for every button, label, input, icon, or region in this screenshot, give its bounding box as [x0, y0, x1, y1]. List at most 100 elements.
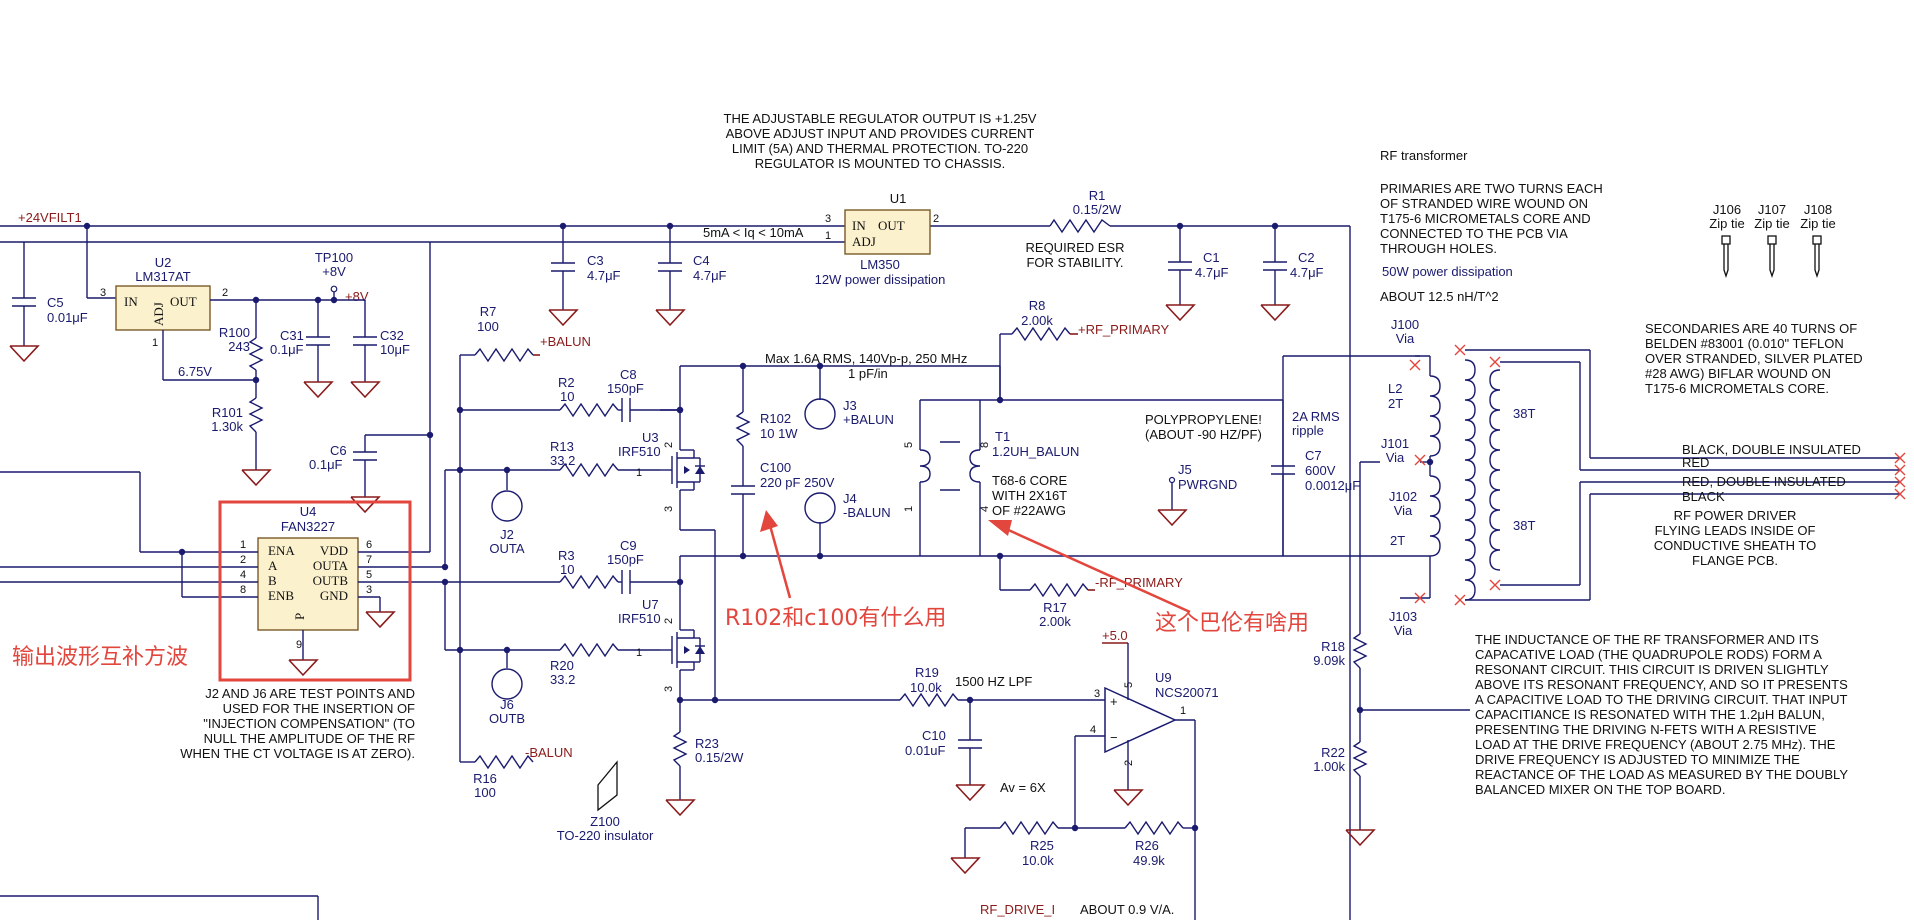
u4-pin: 8 [240, 584, 246, 596]
r7-value: 100 [477, 319, 499, 334]
lead-label: RED, DOUBLE INSULATED [1682, 474, 1846, 489]
j107-ref: J107 [1758, 202, 1786, 217]
no-connect-marks [1409, 344, 1906, 606]
regulator-note-line: LIMIT (5A) AND THERMAL PROTECTION. TO-22… [732, 141, 1028, 156]
regulator-u1: U1 IN OUT ADJ 3 1 2 LM350 12W power diss… [815, 191, 946, 287]
capacitor-c5: C5 0.01μF [9, 295, 88, 363]
u3-value: IRF510 [618, 444, 661, 459]
testpoints-note-line: WHEN THE CT VOLTAGE IS AT ZERO). [180, 746, 415, 761]
c10-ref: C10 [922, 728, 946, 743]
u2-pin1: 1 [152, 337, 158, 349]
j6-ref: J6 [500, 697, 514, 712]
primaries-note-line: PRIMARIES ARE TWO TURNS EACH [1380, 181, 1603, 196]
c1-value: 4.7μF [1195, 265, 1229, 280]
j6-value: OUTB [489, 711, 525, 726]
u7-pin1: 1 [636, 647, 642, 659]
c5-ref: C5 [47, 295, 64, 310]
c7-ref: C7 [1305, 448, 1322, 463]
testpoints-note-line: "INJECTION COMPENSATION" (TO [203, 716, 415, 731]
r20-ref: R20 [550, 658, 574, 673]
j3-ref: J3 [843, 398, 857, 413]
net-label-5v: +5.0 [1102, 628, 1128, 643]
annotation-arrow-r102 [766, 517, 792, 599]
outa-branch: R2 10 C8 150pF R13 33.2 [445, 367, 684, 490]
u3-pin3: 3 [663, 506, 675, 512]
rf-driver-note-line: CONDUCTIVE SHEATH TO [1654, 538, 1817, 553]
u2-in-pin: IN [124, 294, 138, 309]
l3-value: 2T [1390, 533, 1405, 548]
c5-value: 0.01μF [47, 310, 88, 325]
j101-value: Via [1386, 450, 1405, 465]
v675-label: 6.75V [178, 364, 212, 379]
r23-value: 0.15/2W [695, 750, 744, 765]
r102-value: 10 1W [760, 426, 798, 441]
rf-primary-bus: POLYPROPYLENE! (ABOUT -90 HZ/PF) 2A RMS … [1000, 355, 1430, 557]
u1-pin3: 3 [825, 213, 831, 225]
inductance-note-line: PRESENTING THE DRIVING N-FETS WITH A RES… [1475, 722, 1817, 737]
tp100-ref: TP100 [315, 250, 353, 265]
vias-and-inductors: J100 Via J101 Via J102 Via J103 Via L2 2… [1359, 317, 1441, 638]
annotation-arrow-balun [994, 522, 1191, 614]
j102-value: Via [1394, 503, 1413, 518]
r16-ref: R16 [473, 771, 497, 786]
r18-ref: R18 [1321, 639, 1345, 654]
j3-value: +BALUN [843, 412, 894, 427]
r25-ref: R25 [1030, 838, 1054, 853]
c4-ref: C4 [693, 253, 710, 268]
c7-value2: 0.0012μF [1305, 478, 1360, 493]
c3-ref: C3 [587, 253, 604, 268]
primaries-note-line: CONNECTED TO THE PCB VIA [1380, 226, 1568, 241]
lead-label: RED [1682, 455, 1709, 470]
r3-ref: R3 [558, 548, 575, 563]
required-esr-line: REQUIRED ESR [1026, 240, 1125, 255]
resistor-r100: R100 243 [219, 300, 264, 380]
u9-value: NCS20071 [1155, 685, 1219, 700]
u4-enb: ENB [268, 588, 294, 603]
required-esr-line: FOR STABILITY. [1026, 255, 1123, 270]
j102-ref: J102 [1389, 489, 1417, 504]
capacitor-c1: C1 4.7μF [1165, 226, 1229, 322]
inductance-note-line: CAPACATIVE LOAD (THE QUADRUPOLE RODS) FO… [1475, 647, 1822, 662]
t1-core-line: WITH 2X16T [992, 488, 1067, 503]
r8-ref: R8 [1029, 298, 1046, 313]
c3-value: 4.7μF [587, 268, 621, 283]
inductance-note-line: LOAD AT THE DRIVE FREQUENCY (ABOUT 2.75 … [1475, 737, 1836, 752]
u4-gnd: GND [320, 588, 348, 603]
testpoints-note-line: J2 AND J6 ARE TEST POINTS AND [205, 686, 415, 701]
inductance-note-line: DRIVE FREQUENCY IS ADJUSTED TO MINIMIZE … [1475, 752, 1800, 767]
rf-driver-note-line: FLYING LEADS INSIDE OF [1655, 523, 1816, 538]
capacitor-c32: C32 10μF [350, 300, 410, 399]
t38a-label: 38T [1513, 406, 1535, 421]
pf-in-note: 1 pF/in [848, 366, 888, 381]
u4-ena: ENA [268, 543, 295, 558]
c4-value: 4.7μF [693, 268, 727, 283]
t1-core-line: T68-6 CORE [992, 473, 1067, 488]
r100-ref: R100 [219, 325, 250, 340]
power-dissipation-50w: 50W power dissipation [1382, 264, 1513, 279]
r100-value: 243 [228, 339, 250, 354]
u2-ref: U2 [155, 255, 172, 270]
capacitor-c7: C7 600V 0.0012μF [1271, 400, 1360, 556]
r22-ref: R22 [1321, 745, 1345, 760]
power-rails: +24VFILT1 5mA < Iq < 10mA [0, 210, 1351, 920]
r22-value: 1.00k [1313, 759, 1345, 774]
u7-ref: U7 [642, 597, 659, 612]
j2-ref: J2 [500, 527, 514, 542]
j108-value: Zip tie [1800, 216, 1835, 231]
lead-label: BLACK [1682, 489, 1725, 504]
resistor-r22: R22 1.00k [1313, 709, 1470, 847]
capacitor-c3: C3 4.7μF [548, 226, 621, 327]
j103-ref: J103 [1389, 609, 1417, 624]
r8-value: 2.00k [1021, 313, 1053, 328]
r2-value: 10 [560, 389, 574, 404]
regulator-u2: U2 LM317AT IN OUT ADJ 3 2 1 6.75V [100, 255, 345, 384]
j107-value: Zip tie [1754, 216, 1789, 231]
j108-ref: J108 [1804, 202, 1832, 217]
secondaries-note-line: BELDEN #83001 (0.010" TEFLON [1645, 336, 1844, 351]
resistor-r18: R18 9.09k [1313, 600, 1368, 714]
u9-pin1: 1 [1180, 705, 1186, 717]
t1-pin5: 5 [903, 442, 915, 448]
inductance-note-line: CAPACITIANCE IS RESONATED WITH THE 1.2μH… [1475, 707, 1825, 722]
r25-value: 10.0k [1022, 853, 1054, 868]
